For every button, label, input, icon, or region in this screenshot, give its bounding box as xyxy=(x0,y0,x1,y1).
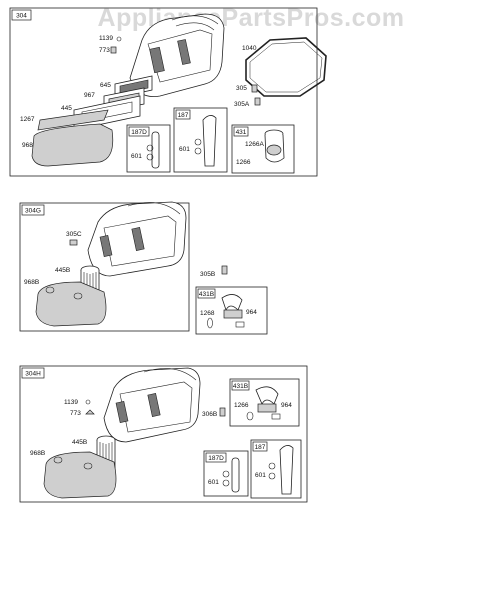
label-305b: 305B xyxy=(200,271,215,278)
subbox-304h-431b xyxy=(229,378,300,427)
subbox-304h-187 xyxy=(250,439,302,499)
subbox-304g-431b-tag xyxy=(197,288,216,299)
label-306b: 306B xyxy=(202,411,217,418)
label-964-304h: 964 xyxy=(281,402,292,409)
screw-305-icon xyxy=(251,84,261,106)
label-964-304g: 964 xyxy=(246,309,257,316)
section-304h-frame xyxy=(19,365,308,503)
elbow-431b-304g xyxy=(207,294,245,329)
bolt-773-304h-icon xyxy=(85,399,95,415)
seal-1267 xyxy=(37,109,109,131)
subbox-304-187d-tag-text: 187D xyxy=(131,129,147,136)
section-304-frame xyxy=(9,7,318,177)
subbox-304-187-tag-text: 187 xyxy=(178,112,189,119)
label-445: 445 xyxy=(61,105,72,112)
subbox-304-431-tag xyxy=(233,126,249,137)
label-1266-304h: 1266 xyxy=(234,402,249,409)
section-304h-tag xyxy=(21,367,45,379)
label-967: 967 xyxy=(84,92,95,99)
label-1266a: 1266A xyxy=(245,141,264,148)
cover-968b-304h xyxy=(43,451,117,499)
screw-305b-icon xyxy=(221,265,228,275)
screw-306b-icon xyxy=(219,407,226,417)
label-445b-304h: 445B xyxy=(72,439,87,446)
subbox-304-431-tag-text: 431 xyxy=(236,129,247,136)
section-304-tag xyxy=(11,9,32,21)
hose-187d xyxy=(146,131,160,169)
label-1139-304h: 1139 xyxy=(64,399,78,406)
section-304-tag-text: 304 xyxy=(16,13,27,20)
cover-968b xyxy=(35,281,107,327)
blower-housing-304g xyxy=(87,201,187,277)
label-305: 305 xyxy=(236,85,247,92)
subbox-304h-187-part: 601 xyxy=(255,472,266,479)
label-773-304h: 773 xyxy=(70,410,81,417)
subbox-304h-187d-tag-text: 187D xyxy=(208,455,224,462)
label-1139: 1139 xyxy=(99,35,113,42)
subbox-304g-431b xyxy=(195,286,268,335)
section-304: 304 1139 773 xyxy=(9,7,327,177)
subbox-304h-187d xyxy=(203,450,249,497)
label-1266-304: 1266 xyxy=(236,159,251,166)
subbox-304h-187d-part: 601 xyxy=(208,479,219,486)
subbox-304-187d-tag xyxy=(128,126,150,137)
hose-187-304h xyxy=(268,445,294,495)
label-305a: 305A xyxy=(234,101,250,108)
subbox-304h-431b-tag-text: 431B xyxy=(233,383,248,390)
subbox-304-431 xyxy=(231,124,295,174)
cover-968 xyxy=(31,123,114,167)
subbox-304h-187-tag-text: 187 xyxy=(255,444,266,451)
subbox-304-187-part: 601 xyxy=(179,146,190,153)
label-1267: 1267 xyxy=(20,116,35,123)
screw-305c-icon xyxy=(69,239,78,246)
section-304h-tag-text: 304H xyxy=(25,371,41,378)
elbow-431b-304h xyxy=(246,386,281,421)
bolt-773-icon xyxy=(110,36,122,54)
blower-housing-304h xyxy=(103,367,201,443)
subbox-304h-187d-tag xyxy=(205,452,227,463)
subbox-304h-187-tag xyxy=(252,441,268,452)
subbox-304-187d-part: 601 xyxy=(131,153,142,160)
label-773: 773 xyxy=(99,47,110,54)
label-968b-304h: 968B xyxy=(30,450,45,457)
gasket-1040 xyxy=(245,37,327,97)
section-304h: 304H 1139 773 445B 968B 306B xyxy=(19,365,308,503)
subbox-304-187-tag xyxy=(175,109,191,120)
hose-187d-304h xyxy=(222,457,240,493)
hose-187 xyxy=(194,115,217,167)
section-304g-tag xyxy=(21,204,45,216)
section-304g: 304G 305C 445B 968B 305B 431B 1268 964 xyxy=(19,201,268,335)
label-645: 645 xyxy=(100,82,111,89)
section-304g-frame xyxy=(19,202,190,332)
subbox-304h-431b-tag xyxy=(231,380,250,391)
label-1040: 1040 xyxy=(242,45,257,52)
label-968: 968 xyxy=(22,142,33,149)
blower-housing-304 xyxy=(129,13,225,97)
label-305c: 305C xyxy=(66,231,82,238)
elbow-431 xyxy=(264,129,285,163)
label-445b: 445B xyxy=(55,267,70,274)
label-968b: 968B xyxy=(24,279,39,286)
subbox-304-187d xyxy=(126,124,171,173)
subbox-304-187 xyxy=(173,107,228,173)
section-304g-tag-text: 304G xyxy=(25,208,41,215)
watermark-text: AppliancePartsPros.com xyxy=(98,4,405,32)
subbox-304g-431b-tag-text: 431B xyxy=(199,291,214,298)
label-1268: 1268 xyxy=(200,310,215,317)
